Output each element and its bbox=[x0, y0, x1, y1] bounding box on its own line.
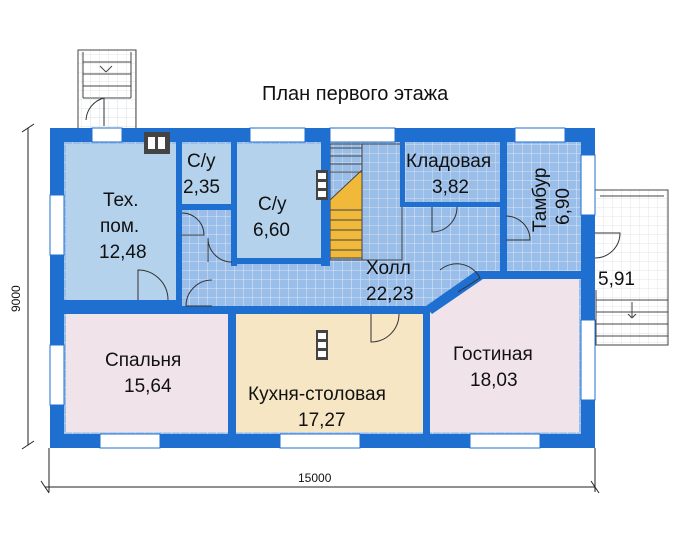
wc2-name: С/у bbox=[258, 194, 287, 215]
tambour-area: 6,90 bbox=[553, 188, 574, 225]
room-wc2 bbox=[237, 144, 322, 260]
dimension-lines bbox=[21, 123, 600, 494]
porch-area-label: 5,91 bbox=[598, 269, 635, 290]
wc1-area: 2,35 bbox=[183, 177, 220, 198]
wc2-area: 6,60 bbox=[253, 220, 290, 241]
hall-area: 22,23 bbox=[366, 284, 414, 305]
chimney bbox=[144, 132, 170, 154]
door-swings bbox=[85, 97, 621, 343]
tech-room-area: 12,48 bbox=[99, 242, 147, 263]
room-kitchen bbox=[236, 314, 423, 432]
windows bbox=[49, 127, 596, 449]
plan-title: План первого этажа bbox=[262, 83, 449, 105]
living-name: Гостиная bbox=[453, 344, 533, 365]
vent-blocks bbox=[316, 170, 328, 360]
height-dimension: 9000 bbox=[9, 285, 23, 312]
porch-area bbox=[589, 189, 669, 346]
width-dimension: 15000 bbox=[298, 471, 332, 485]
storage-name: Кладовая bbox=[406, 151, 491, 172]
kitchen-area: 17,27 bbox=[298, 410, 346, 431]
room-bedroom bbox=[66, 314, 228, 432]
tech-room-name-2: пом. bbox=[100, 216, 139, 237]
room-wc1 bbox=[181, 144, 231, 206]
kitchen-name: Кухня-столовая bbox=[248, 384, 386, 405]
room-living bbox=[429, 279, 579, 432]
bedroom-name: Спальня bbox=[105, 350, 181, 371]
wc1-name: С/у bbox=[187, 151, 216, 172]
hall-name: Холл bbox=[366, 258, 411, 279]
tech-room-name: Тех. bbox=[103, 190, 138, 211]
room-tech bbox=[66, 144, 179, 302]
living-area: 18,03 bbox=[470, 370, 518, 391]
room-storage bbox=[403, 144, 503, 204]
bedroom-area: 15,64 bbox=[124, 376, 172, 397]
storage-area: 3,82 bbox=[432, 177, 469, 198]
porch-steps bbox=[595, 195, 668, 345]
entrance-steps bbox=[77, 49, 137, 131]
interior-walls bbox=[64, 142, 581, 434]
tambour-name: Тамбур bbox=[530, 168, 551, 233]
staircase bbox=[329, 143, 403, 261]
